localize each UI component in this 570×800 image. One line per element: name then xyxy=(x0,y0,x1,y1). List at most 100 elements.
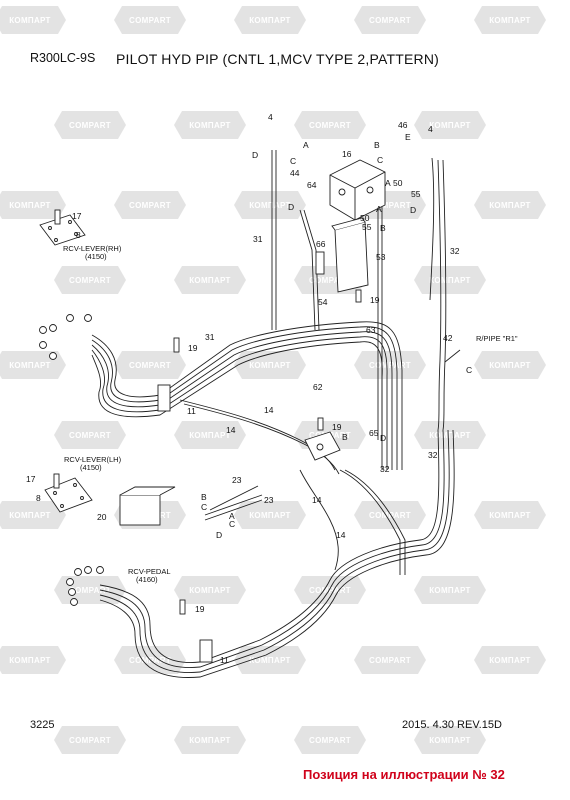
watermark-badge: COMPART xyxy=(354,646,426,674)
port-a: A xyxy=(385,178,391,188)
watermark-badge: КОМПАРТ xyxy=(414,576,486,604)
fittings-pedal xyxy=(66,566,104,606)
watermark-badge: COMPART xyxy=(54,421,126,449)
mcv-block xyxy=(329,159,386,221)
bolt-19-d xyxy=(317,417,324,431)
port-letters: D A C D B C A A B D E C B D B C A C D xyxy=(201,132,472,540)
watermark-text: КОМПАРТ xyxy=(9,656,51,665)
callout-55: 55 xyxy=(411,189,421,199)
port-c: C xyxy=(201,502,207,512)
watermark-badge: COMPART xyxy=(294,576,366,604)
callout-50: 50 xyxy=(360,213,370,223)
watermark-text: КОМПАРТ xyxy=(189,736,231,745)
bolt-19-b xyxy=(179,599,186,615)
watermark-badge: КОМПАРТ xyxy=(0,6,66,34)
watermark-badge: COMPART xyxy=(354,501,426,529)
watermark-badge: КОМПАРТ xyxy=(474,191,546,219)
selector-valve xyxy=(304,431,341,461)
callout-46: 46 xyxy=(398,120,408,130)
hose-14 xyxy=(179,399,406,575)
illustration-caption: Позиция на иллюстрации № 32 xyxy=(303,767,505,782)
watermark-text: COMPART xyxy=(369,511,411,520)
watermark-badge: КОМПАРТ xyxy=(474,6,546,34)
watermark-text: КОМПАРТ xyxy=(189,276,231,285)
watermark-text: КОМПАРТ xyxy=(429,431,471,440)
callout-42: 42 xyxy=(443,333,453,343)
callout-32: 32 xyxy=(380,464,390,474)
watermark-badge: КОМПАРТ xyxy=(234,6,306,34)
watermark-badge: COMPART xyxy=(114,351,186,379)
watermark-badge: КОМПАРТ xyxy=(174,576,246,604)
callout-54: 54 xyxy=(318,297,328,307)
watermark-text: COMPART xyxy=(369,201,411,210)
port-c: C xyxy=(466,365,472,375)
watermark-text: COMPART xyxy=(129,16,171,25)
rcv-lever-rh-code: (4150) xyxy=(85,252,107,261)
watermark-layer: КОМПАРТ COMPART КОМПАРТ COMPART КОМПАРТ COMPA… xyxy=(0,6,546,754)
watermark-badge: COMPART xyxy=(54,726,126,754)
watermark-text: КОМПАРТ xyxy=(9,511,51,520)
rcv-lever-lh xyxy=(44,473,93,513)
watermark-badge: КОМПАРТ xyxy=(234,351,306,379)
watermark-badge: КОМПАРТ xyxy=(474,646,546,674)
watermark-badge: COMPART xyxy=(354,351,426,379)
watermark-text: КОМПАРТ xyxy=(489,656,531,665)
watermark-text: КОМПАРТ xyxy=(249,201,291,210)
watermark-text: КОМПАРТ xyxy=(429,276,471,285)
port-c: C xyxy=(229,519,235,529)
callout-19: 19 xyxy=(188,343,198,353)
watermark-badge: COMPART xyxy=(294,726,366,754)
watermark-text: КОМПАРТ xyxy=(489,361,531,370)
watermark-text: КОМПАРТ xyxy=(249,511,291,520)
watermark-text: КОМПАРТ xyxy=(189,431,231,440)
watermark-badge: COMPART xyxy=(114,6,186,34)
watermark-text: COMPART xyxy=(369,16,411,25)
watermark-badge: КОМПАРТ xyxy=(234,191,306,219)
callout-63: 63 xyxy=(366,325,376,335)
port-a: A xyxy=(303,140,309,150)
port-c: C xyxy=(377,155,383,165)
port-b: B xyxy=(201,492,207,502)
port-c: C xyxy=(290,156,296,166)
callout-53: 53 xyxy=(376,252,386,262)
hose-23 xyxy=(204,485,263,521)
port-b: B xyxy=(380,223,386,233)
watermark-text: COMPART xyxy=(309,276,351,285)
callout-8: 8 xyxy=(36,493,41,503)
watermark-text: КОМПАРТ xyxy=(9,361,51,370)
clamp-11-lower xyxy=(199,639,213,663)
port-a: A xyxy=(376,204,382,214)
watermark-text: COMPART xyxy=(369,656,411,665)
watermark-badge: КОМПАРТ xyxy=(0,191,66,219)
callout-19: 19 xyxy=(332,422,342,432)
watermark-badge: КОМПАРТ xyxy=(414,266,486,294)
watermark-badge: COMPART xyxy=(294,111,366,139)
watermark-text: COMPART xyxy=(129,361,171,370)
watermark-text: КОМПАРТ xyxy=(249,16,291,25)
callout-64: 64 xyxy=(307,180,317,190)
port-d: D xyxy=(288,202,294,212)
watermark-badge: COMPART xyxy=(54,111,126,139)
watermark-text: КОМПАРТ xyxy=(9,201,51,210)
watermark-badge: КОМПАРТ xyxy=(174,421,246,449)
watermark-text: COMPART xyxy=(129,201,171,210)
watermark-text: КОМПАРТ xyxy=(9,16,51,25)
watermark-text: КОМПАРТ xyxy=(489,16,531,25)
rcv-pedal-code: (4160) xyxy=(136,575,158,584)
watermark-badge: КОМПАРТ xyxy=(174,726,246,754)
callout-4: 4 xyxy=(428,124,433,134)
watermark-text: КОМПАРТ xyxy=(429,121,471,130)
callout-14: 14 xyxy=(336,530,346,540)
watermark-badge: КОМПАРТ xyxy=(0,351,66,379)
callout-44: 44 xyxy=(290,168,300,178)
watermark-text: COMPART xyxy=(69,736,111,745)
watermark-text: КОМПАРТ xyxy=(489,201,531,210)
callout-17: 17 xyxy=(72,211,82,221)
fittings-rh xyxy=(39,314,92,360)
watermark-text: COMPART xyxy=(309,586,351,595)
rcv-pedal-label: RCV-PEDAL xyxy=(128,567,171,576)
rcv-lever-rh xyxy=(39,209,86,246)
watermark-badge: КОМПАРТ xyxy=(474,351,546,379)
watermark-text: COMPART xyxy=(309,736,351,745)
bracket-53 xyxy=(331,217,369,293)
